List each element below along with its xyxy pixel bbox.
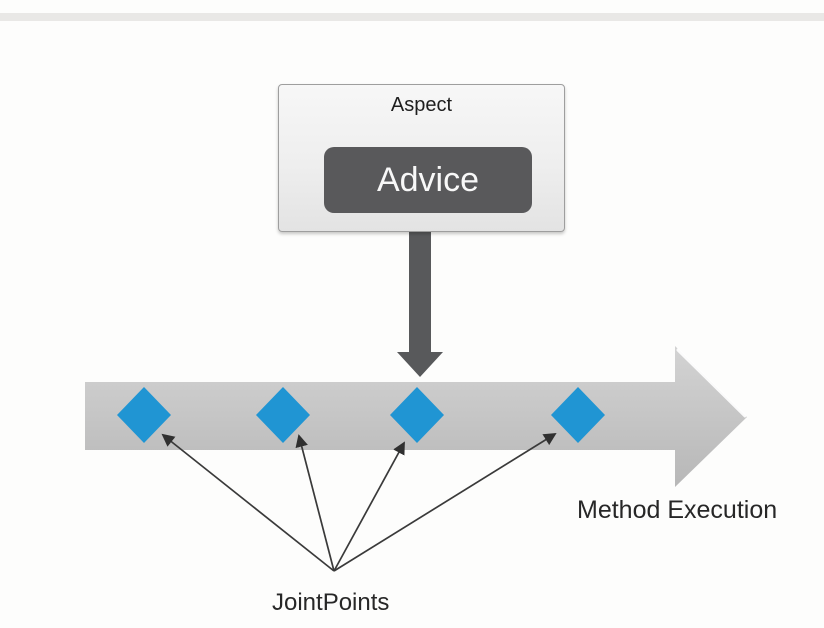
jointpoint-callout-arrow-3 bbox=[333, 441, 405, 572]
jointpoints-label: JointPoints bbox=[272, 589, 390, 616]
aspect-label: Aspect bbox=[390, 94, 453, 116]
joinpoint-diamond-2 bbox=[256, 387, 310, 443]
aspect-box: Aspect Advice bbox=[278, 84, 565, 232]
method-execution-label: Method Execution bbox=[577, 496, 778, 524]
arrowhead-highlight bbox=[676, 348, 747, 418]
top-stripe bbox=[0, 13, 824, 21]
advice-box: Advice bbox=[324, 147, 532, 213]
joinpoint-diamond-3 bbox=[390, 387, 444, 443]
jointpoint-callout-arrow-2 bbox=[295, 434, 335, 572]
joinpoint-diamond-4 bbox=[551, 387, 605, 443]
advice-label: Advice bbox=[376, 160, 480, 199]
jointpoint-callout-arrow-1 bbox=[161, 433, 335, 572]
jointpoint-callout-arrow-4 bbox=[333, 432, 557, 572]
advice-to-execution-arrow bbox=[397, 231, 443, 377]
joinpoint-diamond-1 bbox=[117, 387, 171, 443]
